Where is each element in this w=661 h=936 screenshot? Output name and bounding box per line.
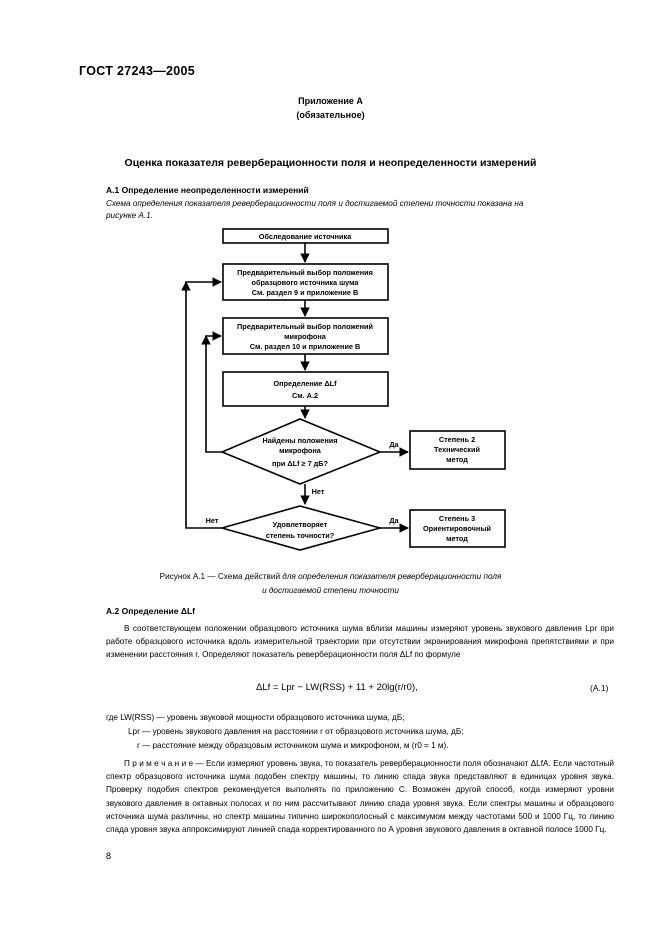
yes-label-1: Да (389, 440, 399, 449)
result1-line3: метод (446, 455, 468, 464)
diamond1-line3: при ΔLf ≥ 7 дБ? (272, 459, 329, 468)
diamond1-line2: микрофона (279, 446, 322, 455)
note-label: П р и м е ч а н и е — (124, 759, 207, 768)
box-determination (222, 371, 389, 407)
diamond2-line1: Удовлетворяет (273, 520, 328, 529)
diamond2-line2: степень точности? (266, 531, 335, 540)
legend-lw: где LW(RSS) — уровень звуковой мощности … (106, 713, 405, 722)
equation-number: (А.1) (590, 683, 609, 693)
section-a1-intro-line2: рисунке А.1. (106, 211, 153, 220)
box-result-grade3 (409, 509, 506, 548)
section-a1-intro-line1: Схема определения показателя ревербераци… (106, 199, 524, 208)
diamond1-line1: Найдены положения (262, 436, 337, 445)
legend-r: r — расстояние между образцовым источник… (137, 741, 449, 750)
document-header: ГОСТ 27243—2005 (79, 64, 196, 78)
result2-line3: метод (446, 534, 468, 543)
annex-status: (обязательное) (296, 110, 365, 120)
yes-label-2: Да (389, 516, 399, 525)
diamond-accuracy (219, 505, 384, 551)
box4-line2: См. А.2 (292, 391, 318, 400)
box2-line2: образцового источника шума (252, 278, 360, 287)
box4-line1: Определение ΔLf (274, 379, 338, 388)
figure-caption-rest: для определения показателя реверберацион… (282, 572, 502, 581)
legend-lpr: Lpr — уровень звукового давления на расс… (128, 727, 464, 736)
box-result-grade2 (409, 430, 506, 470)
note-paragraph: П р и м е ч а н и е — Если измеряют уров… (106, 757, 614, 836)
box3-line1: Предварительный выбор положений (237, 322, 373, 331)
result1-line1: Степень 2 (439, 435, 475, 444)
page-number: 8 (106, 851, 112, 861)
figure-caption-prefix: Рисунок А.1 — Схема действий (159, 572, 283, 581)
box3-line2: микрофона (284, 332, 327, 341)
no-label-2: Нет (206, 516, 219, 525)
box2-line3: См. раздел 9 и приложение В (252, 288, 359, 297)
section-a1-heading: А.1 Определение неопределенности измерен… (106, 185, 309, 195)
figure-caption-line1: Рисунок А.1 — Схема действий для определ… (0, 570, 661, 584)
annex-title: Приложение А (298, 96, 363, 106)
result1-line2: Технический (434, 445, 480, 454)
formula-a1: ΔLf = Lpr − LW(RSS) + 11 + 20lg(r/r0), (256, 682, 418, 693)
section-a2-heading: А.2 Определение ΔLf (106, 606, 195, 616)
section-a2-paragraph-text: В соответствующем положении образцового … (106, 624, 614, 660)
note-text: Если измеряют уровень звука, то показате… (106, 759, 614, 835)
result2-line2: Ориентировочный (423, 524, 491, 533)
result2-line1: Степень 3 (439, 514, 475, 523)
no-label-1: Нет (312, 487, 325, 496)
box3-line3: См. раздел 10 и приложение В (250, 342, 361, 351)
diamond-mic-found (219, 418, 383, 485)
figure-caption-line2: и достигаемой степени точности (262, 586, 399, 595)
main-title: Оценка показателя реверберационности пол… (124, 157, 537, 169)
box1-text: Обследование источника (259, 232, 352, 241)
box2-line1: Предварительный выбор положения (237, 268, 373, 277)
section-a2-paragraph: В соответствующем положении образцового … (106, 622, 614, 662)
